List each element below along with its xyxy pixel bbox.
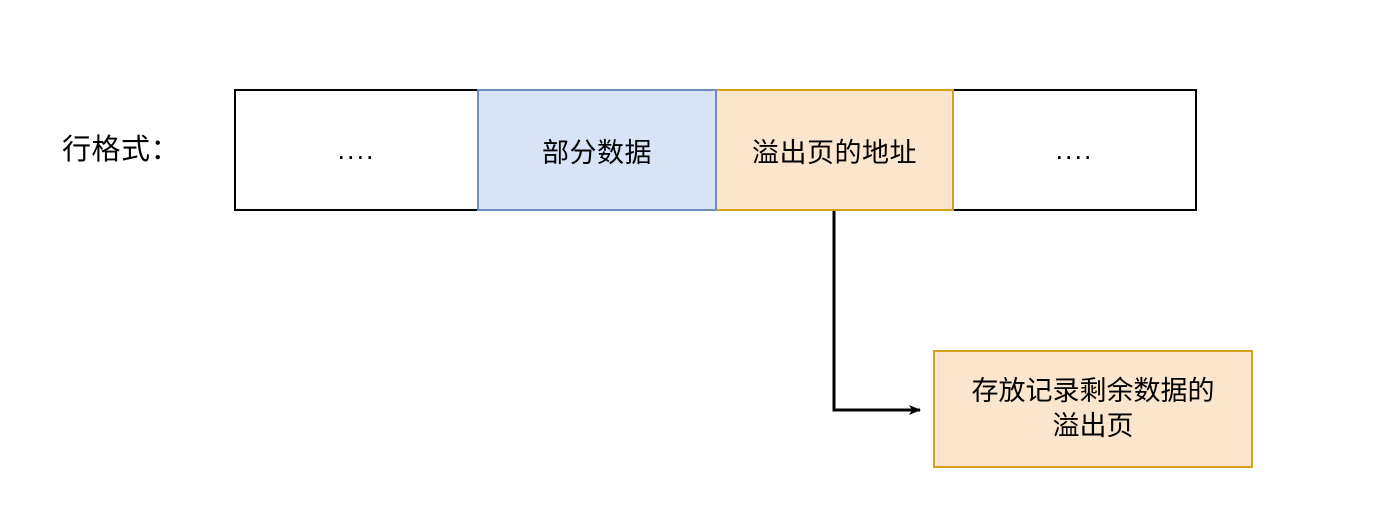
- row-cell-suffix-label: ....: [1055, 134, 1094, 165]
- overflow-page-box: 存放记录剩余数据的 溢出页: [933, 350, 1253, 468]
- row-cell-partial-data: 部分数据: [477, 89, 717, 211]
- row-cell-prefix: ....: [234, 89, 477, 211]
- overflow-page-box-line1: 存放记录剩余数据的: [971, 376, 1215, 407]
- row-format-label: 行格式：: [62, 134, 181, 166]
- row-cell-suffix: ....: [954, 89, 1197, 211]
- row-format-strip: .... 部分数据 溢出页的地址 ....: [234, 89, 1197, 211]
- overflow-page-box-line2: 溢出页: [1052, 411, 1134, 441]
- row-cell-overflow-page-address-label: 溢出页的地址: [752, 137, 917, 168]
- row-cell-overflow-page-address: 溢出页的地址: [717, 89, 954, 211]
- row-cell-partial-data-label: 部分数据: [542, 137, 652, 168]
- row-cell-prefix-label: ....: [337, 134, 376, 165]
